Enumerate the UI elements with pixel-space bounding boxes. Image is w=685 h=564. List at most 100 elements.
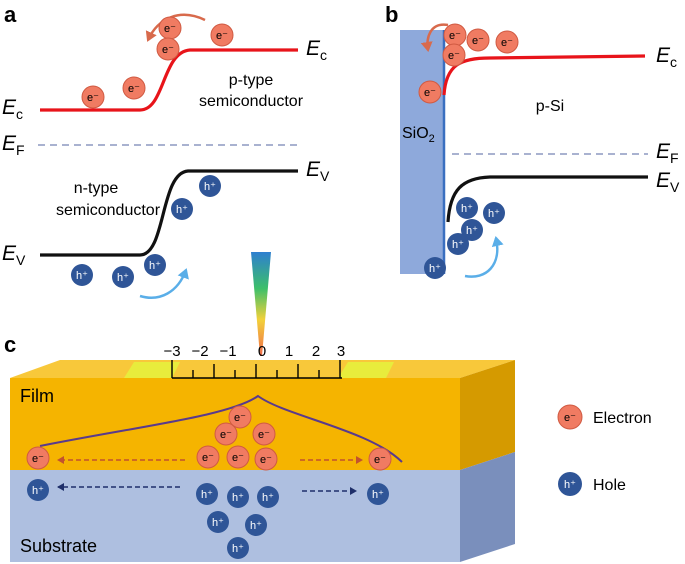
film-side-face [460,360,515,470]
legend-electron-label: Electron [593,410,652,427]
scale-labels: −3 −2 −1 0 1 2 3 [163,343,345,360]
panel-b-electron-flow-arrow [420,23,449,52]
panel-a-hole-flow-arrow [139,268,189,299]
electron-carrier: e⁻ [254,447,278,471]
film-label: Film [20,386,54,406]
svg-text:h⁺: h⁺ [232,492,244,504]
scale-tick-label: −1 [219,343,236,360]
svg-text:h⁺: h⁺ [176,204,188,216]
svg-text:e⁻: e⁻ [501,37,513,49]
svg-text:h⁺: h⁺ [204,181,216,193]
electron-carrier: e⁻ [26,446,50,470]
svg-text:e⁻: e⁻ [87,92,99,104]
panel-a-ptype-label-line2: semiconductor [199,93,304,110]
hole-carrier: h⁺ [171,198,193,220]
svg-text:e⁻: e⁻ [32,453,44,465]
legend-hole-icon: h⁺ [558,472,582,496]
panel-a-ec-right-label: Ec [306,37,327,63]
electron-carrier: e⁻ [226,445,250,469]
hole-carrier: h⁺ [367,483,389,505]
panel-b-oxide-label: SiO2 [402,125,435,145]
electron-carrier: e⁻ [368,447,392,471]
panel-a-ntype-label-line1: n-type [74,180,119,197]
electron-carrier: e⁻ [418,80,442,104]
svg-text:e⁻: e⁻ [234,412,246,424]
svg-text:e⁻: e⁻ [472,35,484,47]
substrate-label: Substrate [20,536,97,556]
svg-text:e⁻: e⁻ [448,50,460,62]
electron-carrier: e⁻ [122,76,146,100]
svg-text:h⁺: h⁺ [76,270,88,282]
svg-text:e⁻: e⁻ [424,87,436,99]
panel-b-oxide-layer [400,30,444,274]
hole-carrier: h⁺ [27,479,49,501]
contact-pad-right [338,362,394,378]
hole-carrier: h⁺ [424,257,446,279]
panel-a-ef-label: EF [2,132,25,158]
svg-text:h⁺: h⁺ [212,517,224,529]
panel-b-conduction-band [442,54,646,96]
svg-text:e⁻: e⁻ [128,83,140,95]
panel-b-ev-label: EV [656,169,680,195]
electron-carrier: e⁻ [196,445,220,469]
panel-a-ntype-label-line2: semiconductor [56,202,161,219]
scale-tick-label: 2 [312,343,320,360]
substrate-side-face [460,452,515,562]
electron-carrier: e⁻ [214,422,238,446]
scale-tick-label: 3 [337,343,345,360]
svg-text:h⁺: h⁺ [201,489,213,501]
panel-b: b SiO2 p-Si Ec EF EV e⁻ e⁻ e⁻ e⁻ e⁻ h⁺ h… [385,2,680,279]
svg-text:h⁺: h⁺ [564,479,576,491]
hole-carrier: h⁺ [112,266,134,288]
electron-carrier: e⁻ [210,23,234,47]
svg-text:h⁺: h⁺ [250,520,262,532]
hole-carrier: h⁺ [227,486,249,508]
panel-a-ec-left-label: Ec [2,96,23,122]
electron-carrier: e⁻ [158,16,182,40]
hole-carrier: h⁺ [447,233,469,255]
hole-carrier: h⁺ [245,514,267,536]
svg-text:h⁺: h⁺ [488,208,500,220]
legend: e⁻ Electron h⁺ Hole [557,404,652,496]
svg-text:h⁺: h⁺ [149,260,161,272]
panel-b-ef-label: EF [656,140,679,166]
hole-carrier: h⁺ [461,219,483,241]
svg-text:h⁺: h⁺ [372,489,384,501]
electron-carrier: e⁻ [495,30,519,54]
panel-a: a Ec Ec EF EV EV p-type semiconductor n-… [2,2,330,299]
svg-text:h⁺: h⁺ [232,543,244,555]
hole-carrier: h⁺ [207,511,229,533]
probe-tip [251,252,271,356]
hole-carrier: h⁺ [227,537,249,559]
hole-carrier: h⁺ [257,486,279,508]
svg-text:e⁻: e⁻ [232,452,244,464]
panel-a-ev-left-label: EV [2,242,26,268]
svg-text:h⁺: h⁺ [461,203,473,215]
panel-c-label: c [4,332,16,357]
svg-text:h⁺: h⁺ [32,485,44,497]
svg-text:e⁻: e⁻ [216,30,228,42]
scale-tick-label: −3 [163,343,180,360]
svg-text:h⁺: h⁺ [117,272,129,284]
electron-carrier: e⁻ [252,422,276,446]
potential-profile-curve [39,394,403,463]
electron-carrier: e⁻ [466,28,490,52]
scale-tick-label: 0 [258,343,266,360]
svg-text:e⁻: e⁻ [564,412,576,424]
electron-carrier: e⁻ [156,37,180,61]
svg-text:h⁺: h⁺ [452,239,464,251]
film-top-face [10,360,515,378]
svg-text:e⁻: e⁻ [162,44,174,56]
electron-carrier: e⁻ [442,43,466,67]
hole-carrier: h⁺ [144,254,166,276]
hole-carrier: h⁺ [196,483,218,505]
panel-b-psi-label: p-Si [536,98,564,115]
svg-text:e⁻: e⁻ [202,452,214,464]
scale-tick-label: −2 [191,343,208,360]
scale-ticks [171,360,341,378]
panel-b-valence-band [446,175,648,223]
hole-carrier: h⁺ [483,202,505,224]
svg-text:h⁺: h⁺ [429,263,441,275]
panel-a-label: a [4,2,17,27]
